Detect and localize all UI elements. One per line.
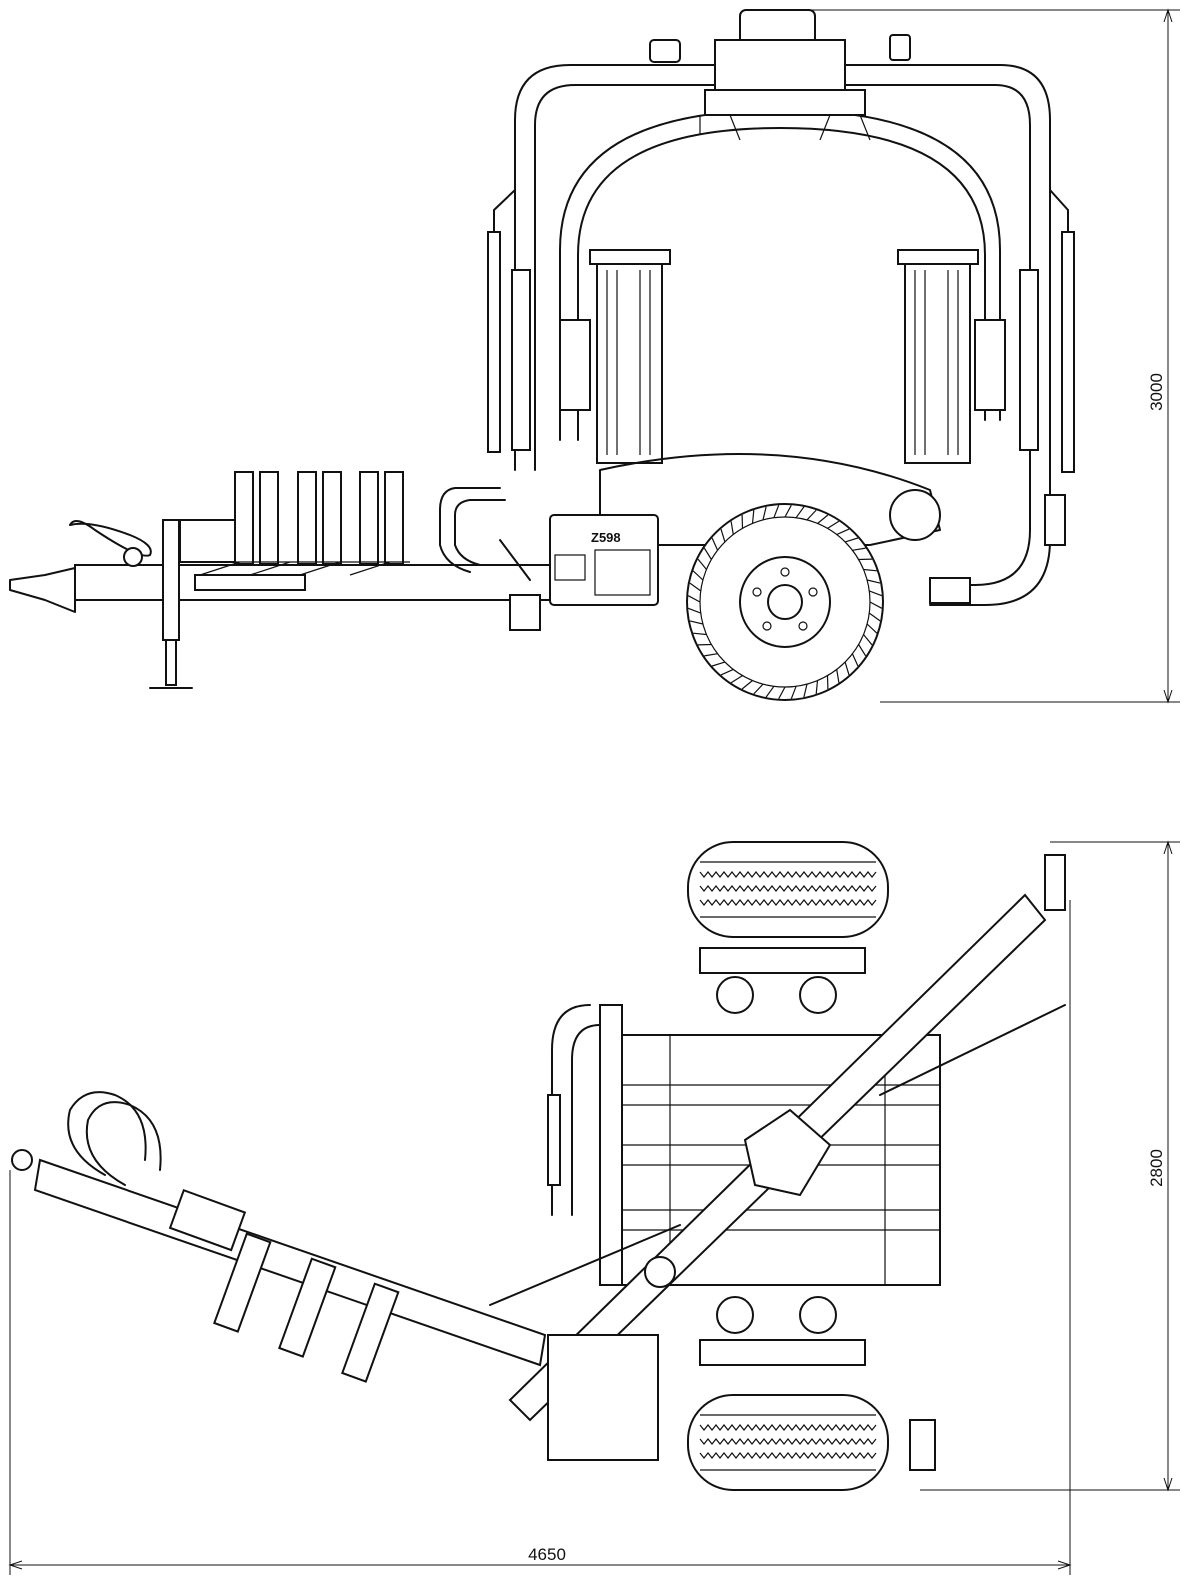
height-dimension-label: 3000 [1147, 373, 1166, 411]
top-drawbar [33, 1158, 547, 1367]
top-view-wheel-upper [687, 841, 889, 938]
height-dimension: 3000 [800, 8, 1180, 704]
right-post [1061, 231, 1075, 473]
outer-hoop-frame [514, 64, 1051, 606]
length-dimension-label: 4650 [528, 1545, 566, 1564]
film-dispenser-right [904, 257, 971, 464]
top-view-wheel-lower [687, 1394, 889, 1491]
bale-rack [180, 471, 410, 576]
hydraulic-hose [69, 520, 152, 557]
side-wheel [686, 503, 884, 701]
length-dimension: 4650 [8, 900, 1072, 1575]
control-box [549, 514, 659, 606]
side-view: Z598 [9, 9, 1075, 701]
jack-stand [162, 519, 180, 641]
width-dimension: 2800 [920, 840, 1180, 1492]
left-post [487, 231, 501, 453]
film-dispenser-left [596, 257, 663, 464]
width-dimension-label: 2800 [1147, 1149, 1166, 1187]
model-marking: Z598 [591, 530, 621, 545]
top-view [11, 841, 1066, 1491]
